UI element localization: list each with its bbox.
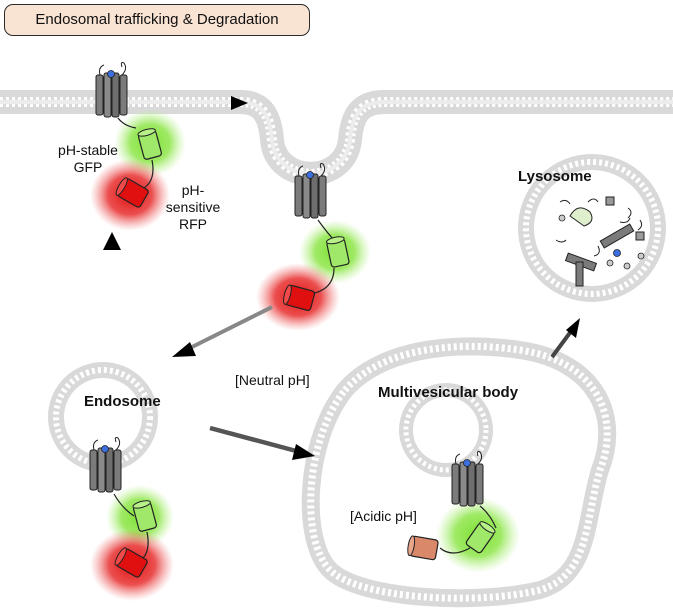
acidic-ph-label: [Acidic pH] bbox=[350, 508, 417, 524]
rfp-label-line3: RFP bbox=[179, 216, 207, 232]
rfp-barrel-icon bbox=[114, 547, 148, 578]
gfp-barrel-icon bbox=[137, 128, 162, 160]
rfp-label-line2: sensitive bbox=[165, 199, 221, 215]
rfp-barrel-icon bbox=[115, 177, 149, 208]
rfp-label-line1: pH- bbox=[181, 182, 205, 198]
surface-receptor bbox=[90, 62, 186, 231]
arrow-mvb-to-lysosome bbox=[550, 318, 580, 359]
gfp-label: pH-stable GFP bbox=[48, 142, 128, 176]
gfp-label-line2: GFP bbox=[73, 159, 103, 175]
multivesicular-body bbox=[301, 337, 617, 608]
lysosome bbox=[518, 154, 666, 302]
endosome bbox=[48, 362, 174, 601]
diagram-title: Endosomal trafficking & Degradation bbox=[4, 4, 310, 36]
mvb-label: Multivesicular body bbox=[378, 384, 519, 401]
quenched-rfp-barrel-icon bbox=[407, 535, 439, 561]
arrow-endosome-to-mvb bbox=[209, 425, 315, 460]
internalizing-receptor bbox=[256, 163, 371, 331]
neutral-ph-label: [Neutral pH] bbox=[235, 372, 310, 388]
arrow-pit-to-endosome bbox=[172, 305, 273, 357]
gfp-label-line1: pH-stable bbox=[58, 142, 118, 158]
rfp-label: pH- sensitive RFP bbox=[158, 182, 228, 233]
gfp-barrel-icon bbox=[465, 521, 496, 554]
arrow-endosome-to-surface bbox=[103, 232, 121, 312]
arrow-surface-to-pit bbox=[180, 96, 248, 110]
gfp-barrel-icon bbox=[132, 500, 157, 532]
endosome-label: Endosome bbox=[84, 393, 161, 410]
rfp-barrel-icon bbox=[283, 284, 316, 311]
gfp-barrel-icon bbox=[325, 236, 350, 268]
lysosome-label: Lysosome bbox=[518, 168, 592, 185]
